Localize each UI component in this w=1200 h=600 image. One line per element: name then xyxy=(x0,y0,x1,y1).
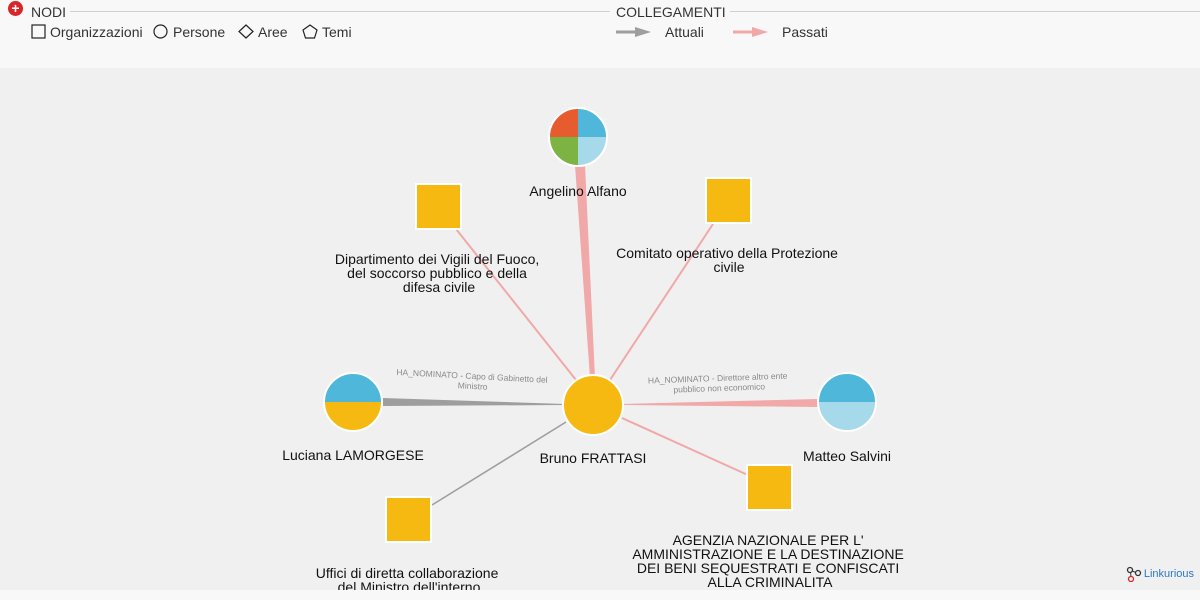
edge-uffici[interactable] xyxy=(431,421,567,506)
node-label-line: Angelino Alfano xyxy=(529,183,627,199)
node-label-line: AGENZIA NAZIONALE PER L' xyxy=(673,532,864,548)
edge-label-line: Ministro xyxy=(458,380,489,392)
legend-item-persone: Persone xyxy=(153,24,225,40)
org-node-uffici[interactable] xyxy=(385,496,432,543)
node-label-line: difesa civile xyxy=(403,279,476,295)
node-label-line: AMMINISTRAZIONE E LA DESTINAZIONE xyxy=(632,546,903,562)
node-label-line: civile xyxy=(713,259,744,275)
node-label-line: Bruno FRATTASI xyxy=(540,450,647,466)
person-node-frattasi[interactable] xyxy=(562,374,624,436)
linkurious-logo-icon xyxy=(1126,566,1142,582)
expand-legend-plus-icon[interactable]: + xyxy=(8,1,23,16)
legend-label: Persone xyxy=(173,24,226,40)
past-link-arrow-icon xyxy=(733,27,768,37)
person-node-lamorgese[interactable] xyxy=(323,372,383,432)
legend-item-temi: Temi xyxy=(302,24,352,40)
org-node-agenzia[interactable] xyxy=(746,464,793,511)
edge-vigili[interactable] xyxy=(455,228,581,386)
person-node-salvini[interactable] xyxy=(817,372,877,432)
legend-item-passati: Passati xyxy=(732,24,828,40)
node-label-line: Dipartimento dei Vigili del Fuoco, xyxy=(335,251,539,267)
diamond-icon xyxy=(238,24,254,39)
node-label-uffici: Uffici di diretta collaborazione del Min… xyxy=(316,565,503,590)
node-label-line: ALLA CRIMINALITA xyxy=(707,574,833,590)
node-label-agenzia: AGENZIA NAZIONALE PER L' AMMINISTRAZIONE… xyxy=(632,532,907,590)
legend-label: Aree xyxy=(258,24,288,40)
edge-protezione[interactable] xyxy=(607,223,714,384)
node-label-frattasi: Bruno FRATTASI xyxy=(540,450,647,466)
edge-agenzia[interactable] xyxy=(621,417,751,477)
linkurious-watermark[interactable]: Linkurious xyxy=(1126,566,1194,582)
edge-lamorgese[interactable] xyxy=(383,398,565,406)
edge-salvini[interactable] xyxy=(622,399,818,407)
node-label-line: del Ministro dell'interno xyxy=(338,579,481,590)
square-icon xyxy=(31,24,46,39)
pentagon-icon xyxy=(302,24,318,39)
org-node-protezione[interactable] xyxy=(705,177,752,224)
legend-item-attuali: Attuali xyxy=(615,24,704,40)
legend-divider-nodes xyxy=(70,11,610,12)
legend-panel: + NODI COLLEGAMENTI Organizzazioni Perso… xyxy=(0,0,1200,68)
legend-nodes-title: NODI xyxy=(29,4,68,20)
node-label-line: del soccorso pubblico e della xyxy=(347,265,527,281)
edge-label-line: HA_NOMINATO - Direttore altro ente xyxy=(648,371,788,386)
node-label-salvini: Matteo Salvini xyxy=(803,448,891,464)
node-label-vigili: Dipartimento dei Vigili del Fuoco, del s… xyxy=(335,251,543,295)
edge-label-line: pubblico non economico xyxy=(673,381,765,394)
graph-canvas[interactable]: HA_NOMINATO - Capo di Gabinetto del Mini… xyxy=(0,68,1200,590)
legend-label: Passati xyxy=(782,24,828,40)
legend-links-title: COLLEGAMENTI xyxy=(614,4,728,20)
circle-icon xyxy=(153,24,168,39)
node-label-line: DEI BENI SEQUESTRATI E CONFISCATI xyxy=(637,560,899,576)
node-label-line: Uffici di diretta collaborazione xyxy=(316,565,499,581)
person-node-alfano[interactable] xyxy=(548,107,608,167)
legend-item-organizzazioni: Organizzazioni xyxy=(31,24,143,40)
legend-divider-links xyxy=(730,11,1200,12)
watermark-text: Linkurious xyxy=(1143,568,1194,580)
node-label-line: Luciana LAMORGESE xyxy=(282,447,424,463)
edge-label-lamorgese: HA_NOMINATO - Capo di Gabinetto del Mini… xyxy=(396,367,551,395)
edge-alfano[interactable] xyxy=(575,165,595,378)
legend-label: Organizzazioni xyxy=(50,24,143,40)
legend-label: Temi xyxy=(322,24,352,40)
edges xyxy=(383,165,818,506)
node-label-alfano: Angelino Alfano xyxy=(529,183,627,199)
node-label-line: Matteo Salvini xyxy=(803,448,891,464)
current-link-arrow-icon xyxy=(616,27,651,37)
node-label-lamorgese: Luciana LAMORGESE xyxy=(282,447,424,463)
node-label-protezione: Comitato operativo della Protezione civi… xyxy=(616,245,842,275)
node-label-line: Comitato operativo della Protezione xyxy=(616,245,838,261)
legend-label: Attuali xyxy=(665,24,704,40)
bottom-bar xyxy=(0,590,1200,600)
edge-label-salvini: HA_NOMINATO - Direttore altro ente pubbl… xyxy=(648,371,791,396)
org-node-vigili[interactable] xyxy=(415,183,462,230)
legend-item-aree: Aree xyxy=(238,24,288,40)
